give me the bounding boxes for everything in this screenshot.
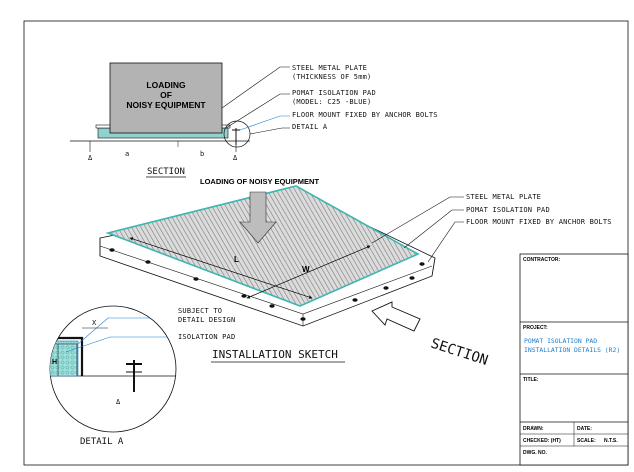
callout-steel-plate-note: (THICKNESS OF 5mm)	[292, 73, 371, 81]
project-subtitle: INSTALLATION DETAILS (R2)	[524, 346, 620, 354]
detail-isolation-pad	[50, 340, 79, 377]
title-block: CONTRACTOR: PROJECT: POMAT ISOLATION PAD…	[519, 253, 629, 466]
ground-mark: Δ	[116, 398, 121, 406]
dim-length-label: L	[234, 255, 239, 264]
dim-width-label: W	[302, 265, 310, 274]
ground-mark: Δ	[233, 154, 238, 162]
sheet-border	[23, 20, 629, 466]
section-view: Δ Δ LOADING OF NOISY EQUIPMENT a b STEEL…	[70, 62, 438, 178]
load-label: LOADING OF NOISY EQUIPMENT	[200, 177, 319, 186]
project-name: POMAT ISOLATION PAD	[524, 337, 597, 345]
dim-x-label: X	[92, 319, 97, 327]
contractor-label: CONTRACTOR:	[523, 257, 560, 263]
date-label: DATE:	[577, 426, 592, 432]
callout-isolation-pad: POMAT ISOLATION PAD	[292, 89, 376, 97]
project-label: PROJECT:	[523, 325, 548, 331]
iso-callout-steel-plate: STEEL METAL PLATE	[466, 193, 541, 201]
equipment-label: LOADING	[146, 80, 186, 90]
load-arrow	[239, 191, 277, 244]
scale-value: N.T.S.	[604, 438, 618, 444]
dim-h-label: H	[52, 359, 57, 366]
section-arrow-label: SECTION	[429, 336, 490, 369]
drawn-label: DRAWN:	[523, 426, 544, 432]
iso-steel-plate	[105, 185, 420, 307]
equipment-label: OF	[160, 90, 172, 100]
installation-sketch-caption: INSTALLATION SKETCH	[212, 348, 338, 361]
equipment-block	[109, 62, 223, 134]
dim-mark: b	[200, 150, 204, 158]
title-label: TITLE:	[523, 377, 539, 383]
ground-mark: Δ	[88, 154, 93, 162]
section-caption: SECTION	[147, 167, 185, 177]
callout-detail-a: DETAIL A	[292, 123, 328, 131]
detail-callout-subject: SUBJECT TO	[178, 307, 222, 315]
section-arrow	[371, 301, 421, 332]
callout-steel-plate: STEEL METAL PLATE	[292, 64, 367, 72]
installation-sketch: L W LOADING OF NOISY EQUIPMENT STEEL MET…	[99, 177, 612, 369]
callout-pad-model: (MODEL: C25 -BLUE)	[292, 98, 371, 106]
detail-callout-subject-2: DETAIL DESIGN	[178, 316, 235, 324]
scale-label: SCALE:	[577, 438, 596, 444]
equipment-label: NOISY EQUIPMENT	[126, 100, 206, 110]
callout-floor-mount: FLOOR MOUNT FIXED BY ANCHOR BOLTS	[292, 111, 438, 119]
anchor-bolt-holes	[109, 248, 425, 321]
checked-label: CHECKED: (HT)	[523, 438, 561, 444]
dim-mark: a	[125, 150, 129, 158]
dwg-number-label: DWG. NO.	[523, 450, 547, 456]
detail-callout-pad: ISOLATION PAD	[178, 333, 235, 341]
iso-callout-isolation-pad: POMAT ISOLATION PAD	[466, 206, 550, 214]
detail-a: X H Δ SUBJECT TO DETAIL DESIGN ISOLATION…	[49, 305, 235, 447]
iso-callout-floor-mount: FLOOR MOUNT FIXED BY ANCHOR BOLTS	[466, 218, 612, 226]
detail-a-caption: DETAIL A	[80, 437, 124, 447]
